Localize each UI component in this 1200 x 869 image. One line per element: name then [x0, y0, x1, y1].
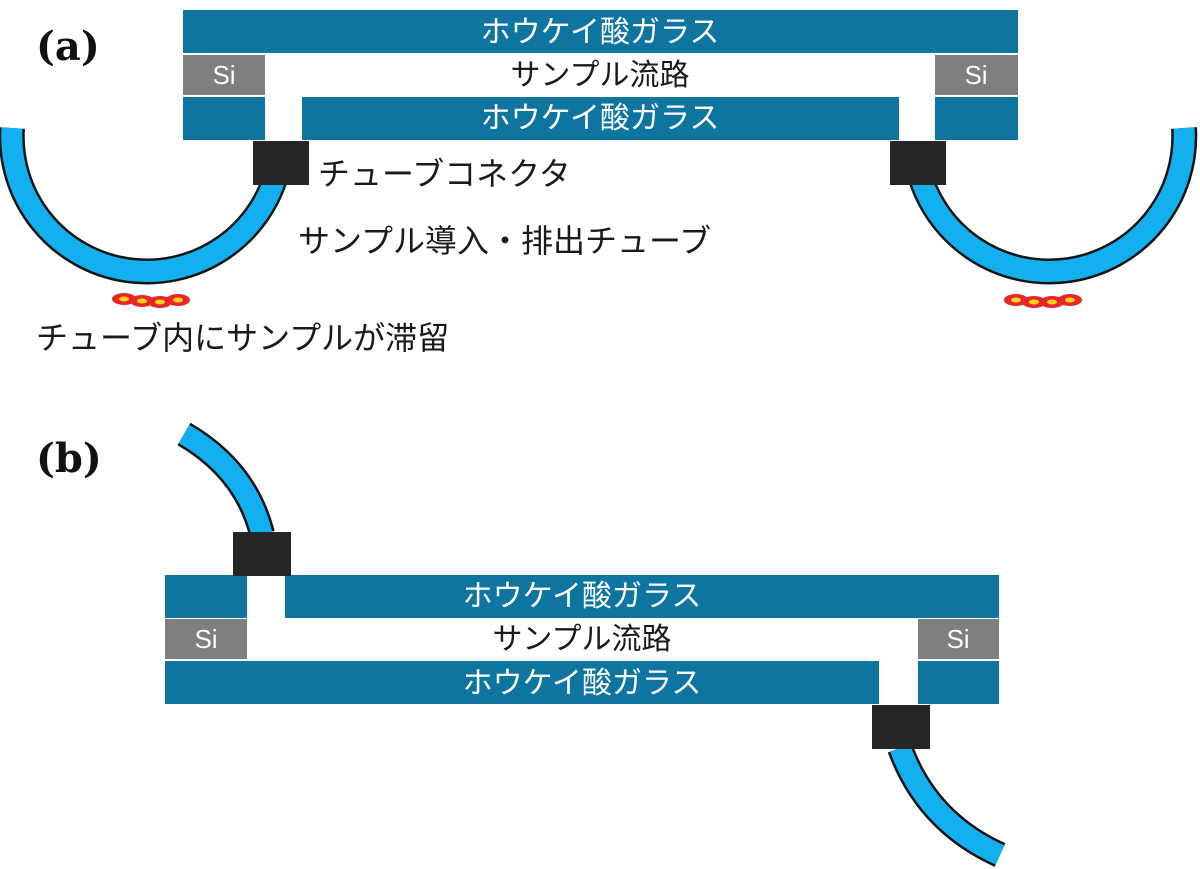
panel-b-inlet-tube — [177, 422, 275, 538]
panel-a-chip — [183, 10, 1018, 140]
panel-a-channel-label: サンプル流路 — [510, 58, 689, 93]
panel-b-inlet-connector — [233, 532, 291, 576]
panel-b-outlet-tube — [887, 743, 1006, 867]
panel-a-bottom-glass-right — [935, 97, 1018, 140]
panel-a-left-sample-residue — [112, 293, 190, 308]
panel-a-top-glass — [183, 10, 1018, 53]
panel-a-connector-label: チューブコネクタ — [318, 155, 571, 193]
panel-b-channel-label: サンプル流路 — [492, 622, 671, 657]
panel-b-si-right-label: Si — [946, 624, 969, 654]
panel-a-left-connector — [253, 141, 309, 185]
panel-a-right-connector — [890, 141, 946, 185]
panel-b-top-glass-label: ホウケイ酸ガラス — [463, 579, 702, 614]
panel-b-si-right — [918, 619, 999, 659]
panel-a-bottom-glass — [302, 97, 899, 140]
panel-a-right-tube — [905, 127, 1198, 285]
panel-b-bottom-glass-label: ホウケイ酸ガラス — [463, 666, 702, 701]
panel-a-right-sample-residue — [1004, 294, 1082, 308]
panel-b-si-left-label: Si — [194, 624, 217, 654]
panel-b-label: (b) — [36, 435, 102, 482]
panel-a-si-left-label: Si — [212, 60, 235, 90]
panel-a-bottom-glass-label: ホウケイ酸ガラス — [481, 101, 720, 136]
panel-b-outlet-connector — [872, 705, 930, 749]
panel-b-top-glass — [285, 575, 999, 618]
panel-a-si-right — [935, 55, 1018, 95]
panel-a-tube-label: サンプル導入・排出チューブ — [298, 222, 711, 260]
panel-b-top-glass-left — [165, 575, 247, 618]
panel-a-stagnation-label: チューブ内にサンプルが滞留 — [36, 319, 449, 357]
panel-a-si-left — [183, 55, 265, 95]
panel-b-chip — [165, 575, 999, 704]
panel-a-si-right-label: Si — [964, 60, 987, 90]
panel-a-label: (a) — [36, 23, 100, 70]
panel-a-bottom-glass-left — [183, 97, 265, 140]
panel-a-left-tube — [0, 127, 291, 285]
panel-a-top-glass-label: ホウケイ酸ガラス — [481, 15, 720, 50]
panel-b-bottom-glass-right — [918, 661, 999, 704]
panel-b-si-left — [165, 619, 247, 659]
panel-b-bottom-glass — [165, 661, 879, 704]
